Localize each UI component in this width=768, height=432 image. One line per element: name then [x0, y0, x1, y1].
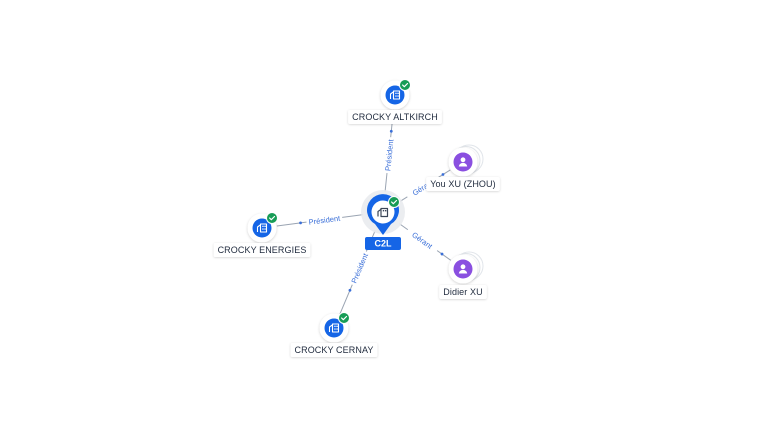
node-label-energies: CROCKY ENERGIES: [213, 243, 311, 257]
edge-arrow-dot: [441, 173, 445, 176]
edge-label: Président: [383, 138, 395, 171]
edge-label-bg: [347, 249, 372, 287]
node-label-cernay: CROCKY CERNAY: [290, 343, 378, 357]
node-youxu[interactable]: You XU (ZHOU): [426, 144, 500, 191]
edge-arrow-dot: [440, 252, 444, 256]
node-cernay[interactable]: CROCKY CERNAY: [290, 312, 378, 358]
node-label-altkirch: CROCKY ALTKIRCH: [348, 110, 442, 124]
person-icon: [453, 259, 473, 279]
building-icon: [385, 85, 405, 105]
edge-arrow-dot: [299, 221, 302, 225]
building-icon: [324, 318, 344, 338]
building-icon: [377, 207, 389, 218]
edge-arrow-dot: [348, 288, 352, 292]
node-altkirch[interactable]: CROCKY ALTKIRCH: [348, 79, 442, 125]
edge-energies: Président: [276, 211, 364, 228]
node-label-text: CROCKY ENERGIES: [218, 245, 307, 255]
edge-label-bg: [381, 136, 397, 174]
center-inner: [371, 200, 395, 224]
verified-check-icon: [399, 79, 411, 91]
person-icon: [453, 152, 473, 172]
node-label-text: You XU (ZHOU): [430, 179, 495, 189]
building-icon: [252, 218, 272, 238]
node-label-youxu: You XU (ZHOU): [426, 177, 500, 191]
edge-didier: Gérant: [398, 223, 452, 261]
node-label-text: Didier XU: [443, 287, 482, 297]
center-label-text: C2L: [374, 239, 392, 249]
edge-label: Président: [308, 214, 341, 227]
node-label-didier: Didier XU: [439, 285, 487, 299]
node-label-text: CROCKY CERNAY: [295, 345, 374, 355]
node-didier[interactable]: Didier XU: [439, 251, 487, 299]
center-node[interactable]: C2L: [361, 190, 405, 250]
verified-check-icon: [338, 312, 350, 324]
center-label: C2L: [365, 237, 401, 250]
edge-label-bg: [404, 225, 441, 256]
verified-check-icon: [266, 212, 278, 224]
edge-altkirch: Président: [381, 109, 397, 193]
node-energies[interactable]: CROCKY ENERGIES: [213, 212, 311, 258]
verified-check-icon: [388, 196, 400, 208]
node-label-text: CROCKY ALTKIRCH: [352, 112, 438, 122]
nodes-layer: CROCKY ALTKIRCH CROCKY ENERGIES CROCKY CER…: [213, 79, 500, 358]
edge-label-bg: [305, 211, 343, 228]
edge-arrow-dot: [389, 129, 393, 133]
